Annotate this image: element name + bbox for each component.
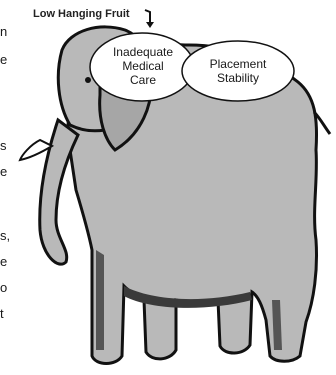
cloud-label-medical: Inadequate Medical Care [95,45,191,87]
cut-text-fragment: s [0,138,7,153]
cut-text-fragment: e [0,52,7,67]
cut-text-fragment: s, [0,228,10,243]
elephant-eye [85,77,91,83]
cut-text-fragment: o [0,280,7,295]
cloud-label-line: Stability [190,71,286,85]
cloud-label-line: Care [95,73,191,87]
cut-text-fragment: e [0,254,7,269]
cut-text-fragment: n [0,24,7,39]
cloud-label-line: Placement [190,57,286,71]
cloud-label-placement: Placement Stability [190,57,286,85]
arrow-label: Low Hanging Fruit [33,8,130,20]
cloud-label-line: Medical [95,59,191,73]
cloud-label-line: Inadequate [95,45,191,59]
cut-text-fragment: e [0,164,7,179]
arrow-pointer [145,10,150,24]
leg-shadow-left [96,250,104,350]
cut-text-fragment: t [0,306,4,321]
arrow-head [146,22,154,28]
